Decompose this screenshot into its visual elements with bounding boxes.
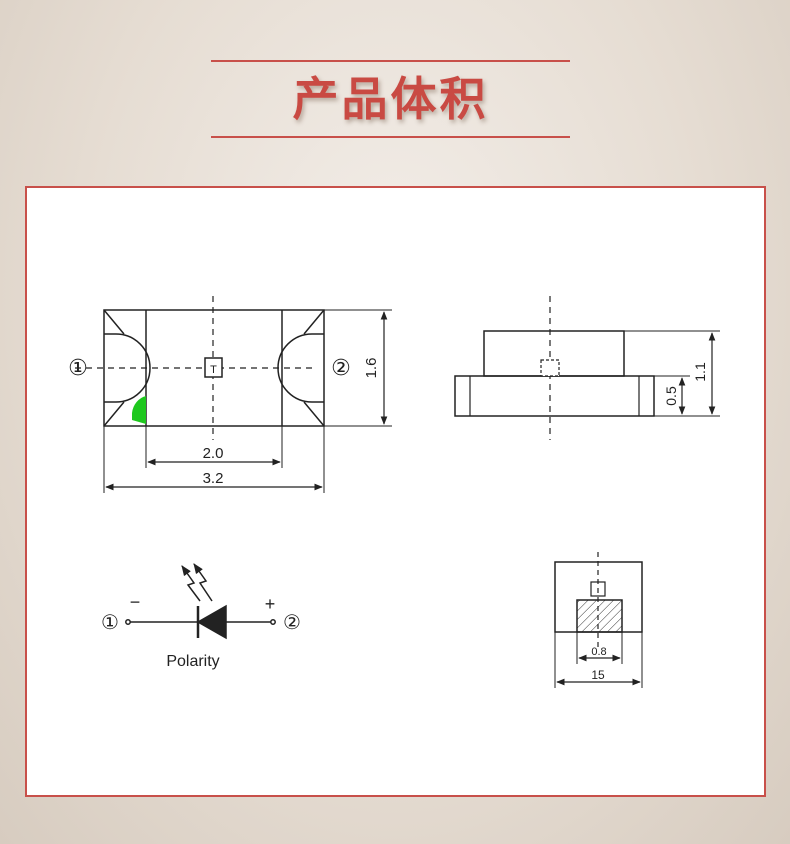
top-view-pin1: ① bbox=[68, 356, 88, 381]
side-view-base bbox=[454, 375, 655, 417]
side-view bbox=[454, 296, 720, 440]
dim-outer-width-label: 3.2 bbox=[203, 470, 224, 487]
center-mark-box bbox=[204, 357, 223, 378]
dim-pad-width-label: 0.8 bbox=[591, 646, 606, 658]
title-rule-bottom bbox=[211, 136, 570, 138]
symbol-plus: + bbox=[265, 594, 276, 614]
top-view bbox=[75, 296, 392, 493]
diode-triangle bbox=[196, 604, 227, 640]
dim-base-height-label: 0.5 bbox=[663, 386, 679, 406]
symbol-pin1: ① bbox=[101, 610, 119, 634]
title-rule-top bbox=[211, 60, 570, 62]
dim-total-height-label: 1.1 bbox=[692, 362, 708, 382]
dim-end-width-label: 15 bbox=[591, 668, 605, 682]
top-view-pin2: ② bbox=[331, 356, 351, 381]
top-view-body bbox=[103, 309, 325, 427]
end-view-pad bbox=[576, 599, 623, 633]
dim-inner-width-label: 2.0 bbox=[203, 445, 224, 462]
polarity-label: Polarity bbox=[166, 653, 219, 670]
dimension-panel bbox=[25, 186, 766, 797]
symbol-pin2: ② bbox=[283, 610, 301, 634]
center-mark-label: T bbox=[210, 364, 217, 376]
polarity-marker bbox=[132, 396, 146, 424]
page-title: 产品体积 bbox=[292, 72, 489, 126]
symbol-minus: − bbox=[130, 592, 141, 612]
end-view bbox=[554, 552, 643, 688]
emission-arrow-2 bbox=[193, 563, 213, 602]
led-symbol bbox=[125, 563, 276, 640]
dim-height-label: 1.6 bbox=[363, 358, 380, 379]
emission-arrow-1 bbox=[181, 565, 201, 602]
left-terminal-notch bbox=[104, 333, 151, 403]
